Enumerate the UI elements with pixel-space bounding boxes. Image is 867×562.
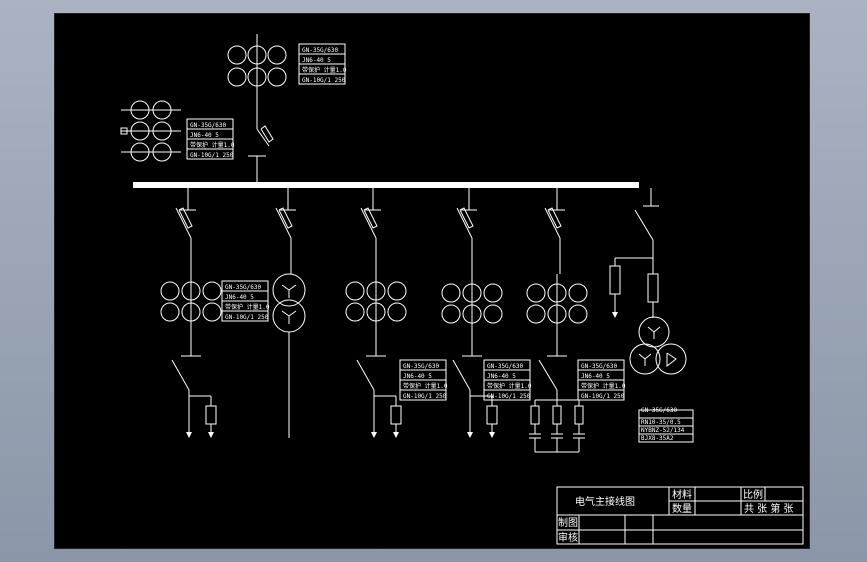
drawing-sheet: GN-35G/630 JN6-40 5 带保护 计量1.0 GN-10G/1 2… xyxy=(54,13,810,549)
left-label-3: GN-10G/1 250 xyxy=(190,152,234,159)
busbar xyxy=(133,182,639,188)
f3-label-3: GN-10G/1 250 xyxy=(403,393,447,400)
main-wiring-diagram: GN-35G/630 JN6-40 5 带保护 计量1.0 GN-10G/1 2… xyxy=(120,34,804,545)
quantity-label: 数量 xyxy=(672,502,692,515)
f1-label-2: 带保护 计量1.0 xyxy=(225,303,270,311)
f4-label-0: GN-35G/630 xyxy=(487,363,524,370)
pt-label-2: NYBNZ-52/134 xyxy=(641,427,685,434)
left-label-0: GN-35G/630 xyxy=(190,122,227,129)
f4-label-1: JN6-40 5 xyxy=(487,373,516,380)
feeder-5-capacitors xyxy=(526,188,625,453)
f5-label-1: JN6-40 5 xyxy=(581,373,610,380)
checked-by-label: 审核 xyxy=(558,531,578,544)
top-label-0: GN-35G/630 xyxy=(302,47,339,54)
top-label-2: 带保护 计量1.0 xyxy=(302,66,347,74)
f3-label-0: GN-35G/630 xyxy=(403,363,440,370)
ratio-label: 比例 xyxy=(743,488,763,501)
f1-label-3: GN-10G/1 250 xyxy=(225,314,269,321)
left-label-1: JN6-40 5 xyxy=(190,132,219,139)
pt-label-1: RN10-35/0.5 xyxy=(641,419,681,426)
feeder-4 xyxy=(441,188,531,438)
f5-label-0: GN-35G/630 xyxy=(581,363,618,370)
f3-label-1: JN6-40 5 xyxy=(403,373,432,380)
f3-label-2: 带保护 计量1.0 xyxy=(403,382,448,390)
f5-label-2: 带保护 计量1.0 xyxy=(581,382,626,390)
top-label-3: GN-10G/1 250 xyxy=(302,77,346,84)
pt-label-3: BJX8-35A2 xyxy=(641,435,674,442)
pt-label-0: GN-35G/630 xyxy=(641,407,678,414)
left-ct-group xyxy=(120,100,234,162)
f4-label-3: GN-10G/1 250 xyxy=(487,393,531,400)
material-label: 材料 xyxy=(672,488,692,501)
feeder-6-pt xyxy=(609,188,694,443)
drawn-by-label: 制图 xyxy=(558,516,578,529)
feeder-3 xyxy=(345,188,447,438)
title-block xyxy=(556,486,804,545)
sheet-count: 共 张 第 张 xyxy=(744,502,794,515)
f4-label-2: 带保护 计量1.0 xyxy=(487,382,532,390)
f1-label-1: JN6-40 5 xyxy=(225,294,254,301)
top-label-1: JN6-40 5 xyxy=(302,57,331,64)
f1-label-0: GN-35G/630 xyxy=(225,284,262,291)
feeder-1 xyxy=(160,188,269,438)
left-label-2: 带保护 计量1.0 xyxy=(190,141,235,149)
f5-label-3: GN-10G/1 250 xyxy=(581,393,625,400)
drawing-title: 电气主接线图 xyxy=(575,495,635,508)
feeder-2-transformer xyxy=(272,188,306,438)
incoming-feeder xyxy=(227,34,346,182)
